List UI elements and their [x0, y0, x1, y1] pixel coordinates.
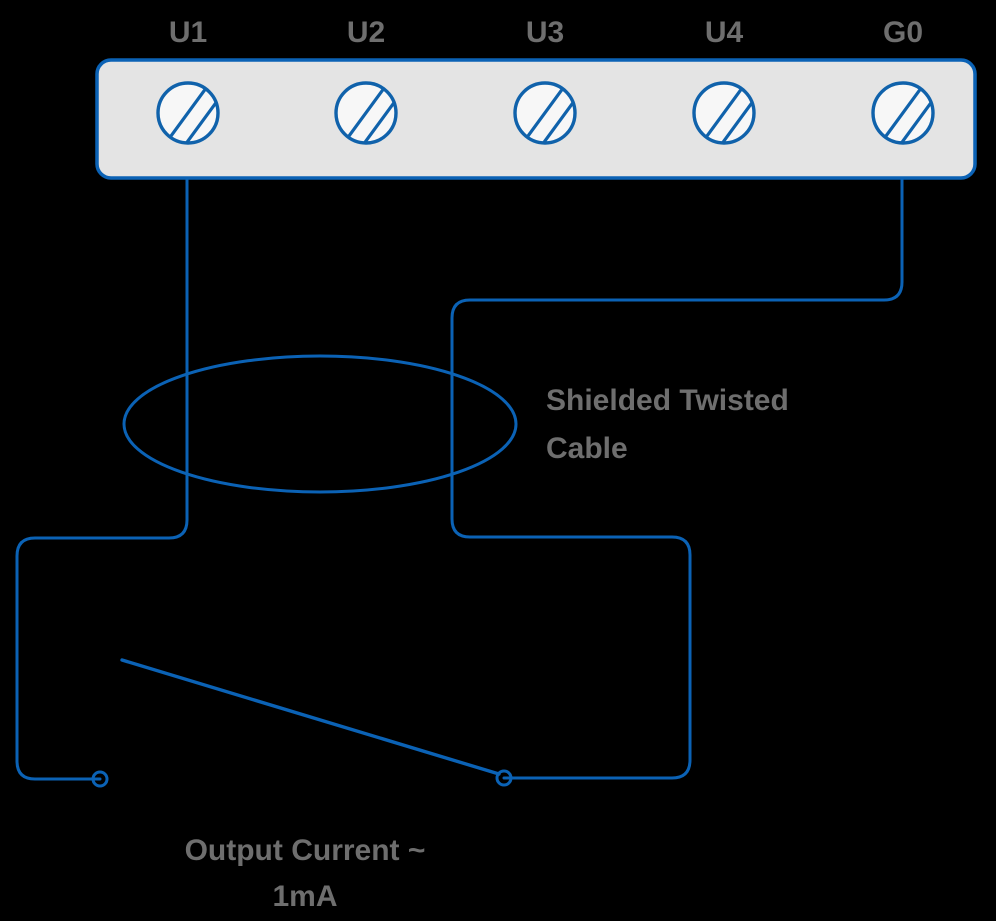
wire-g0-to-switch-right — [450, 176, 904, 780]
wire-group — [15, 176, 904, 781]
terminal-label-g0: G0 — [883, 16, 923, 49]
switch-blade — [120, 658, 501, 776]
terminal-label-u2: U2 — [347, 16, 385, 49]
terminal-label-u3: U3 — [526, 16, 564, 49]
cable-label-line1: Shielded Twisted — [546, 384, 789, 417]
switch-terminal-right[interactable] — [495, 769, 513, 787]
switch-terminal-left[interactable] — [91, 770, 109, 788]
output-current-label-line1: Output Current ~ — [185, 834, 426, 867]
terminal-label-u4: U4 — [705, 16, 744, 49]
twisted-cable-ellipse — [122, 354, 518, 494]
output-current-label-line2: 1mA — [272, 880, 337, 913]
terminal-u2[interactable] — [334, 80, 404, 160]
wire-u1-to-switch-left — [15, 176, 189, 781]
terminal-label-u1: U1 — [169, 16, 207, 49]
contact-switch[interactable] — [91, 658, 513, 788]
cable-label-line2: Cable — [546, 432, 628, 465]
